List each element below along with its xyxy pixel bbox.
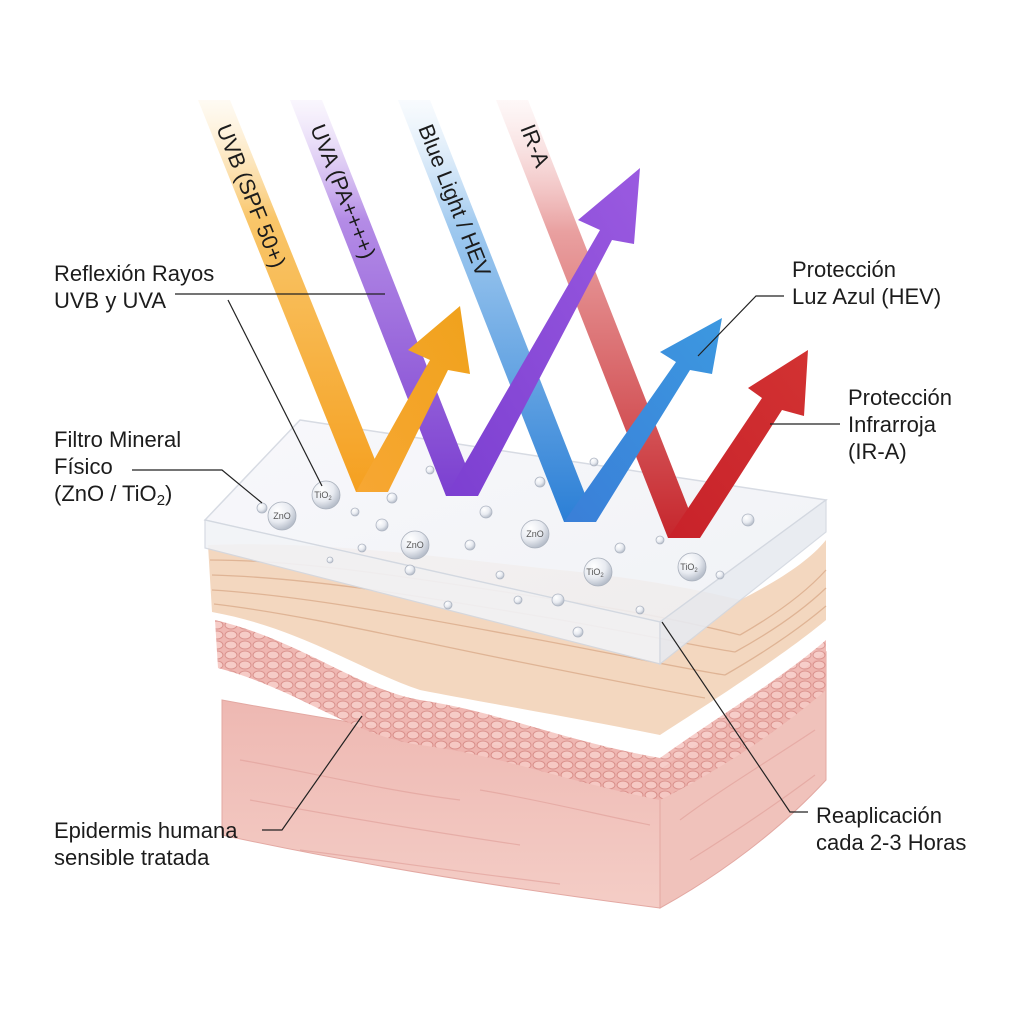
uvb-beam-label: UVB (SPF 50+) xyxy=(211,121,291,272)
svg-text:TiO2: TiO2 xyxy=(586,567,604,579)
svg-text:TiO2: TiO2 xyxy=(680,562,698,574)
reapplication-label: Reaplicación cada 2-3 Horas xyxy=(816,803,967,855)
svg-text:ZnO: ZnO xyxy=(406,540,424,550)
zno-particle-3: ZnO xyxy=(520,519,550,549)
skin-label: Epidermis humana sensible tratada xyxy=(54,818,238,870)
blue-reflected-arrow xyxy=(564,318,722,522)
blue-beam-label: Blue Light / HEV xyxy=(413,121,496,281)
tio2-particle-1: TiO2 xyxy=(311,480,341,510)
uvb-incoming-beam xyxy=(198,100,388,492)
blue-incoming-beam xyxy=(398,100,596,522)
uvb-reflected-arrow xyxy=(356,306,470,492)
reflection-label: Reflexión Rayos UVB y UVA xyxy=(54,261,215,313)
reflection-leader-2 xyxy=(227,299,323,487)
tio2-particle-2: TiO2 xyxy=(583,557,613,587)
uva-beam-label: UVA (PA++++) xyxy=(305,121,380,263)
ir-reflected-arrow xyxy=(668,350,808,538)
skin-leader xyxy=(262,715,363,831)
uva-reflected-arrow xyxy=(446,168,640,496)
film-side-edge xyxy=(659,498,827,666)
cell-layer-side xyxy=(660,640,826,800)
particles: ZnO TiO2 ZnO ZnO TiO2 TiO2 xyxy=(267,480,707,587)
zno-particle-2: ZnO xyxy=(400,530,430,560)
mineral-filter-label: Filtro Mineral Físico (ZnO / TiO2) xyxy=(54,427,182,509)
blue-light-protection-label: Protección Luz Azul (HEV) xyxy=(792,257,942,309)
svg-text:ZnO: ZnO xyxy=(273,511,291,521)
svg-text:TiO2: TiO2 xyxy=(314,490,332,502)
tio2-particle-3: TiO2 xyxy=(677,552,707,582)
reflected-arrows xyxy=(356,168,808,538)
svg-text:ZnO: ZnO xyxy=(526,529,544,539)
blue-protection-leader xyxy=(697,295,784,357)
zno-particle-1: ZnO xyxy=(267,501,297,531)
reapply-leader xyxy=(661,621,808,813)
infrared-protection-label: Protección Infrarroja (IR-A) xyxy=(848,385,952,464)
filter-leader xyxy=(132,469,263,504)
leader-lines xyxy=(132,293,840,831)
cell-layer xyxy=(215,620,660,800)
